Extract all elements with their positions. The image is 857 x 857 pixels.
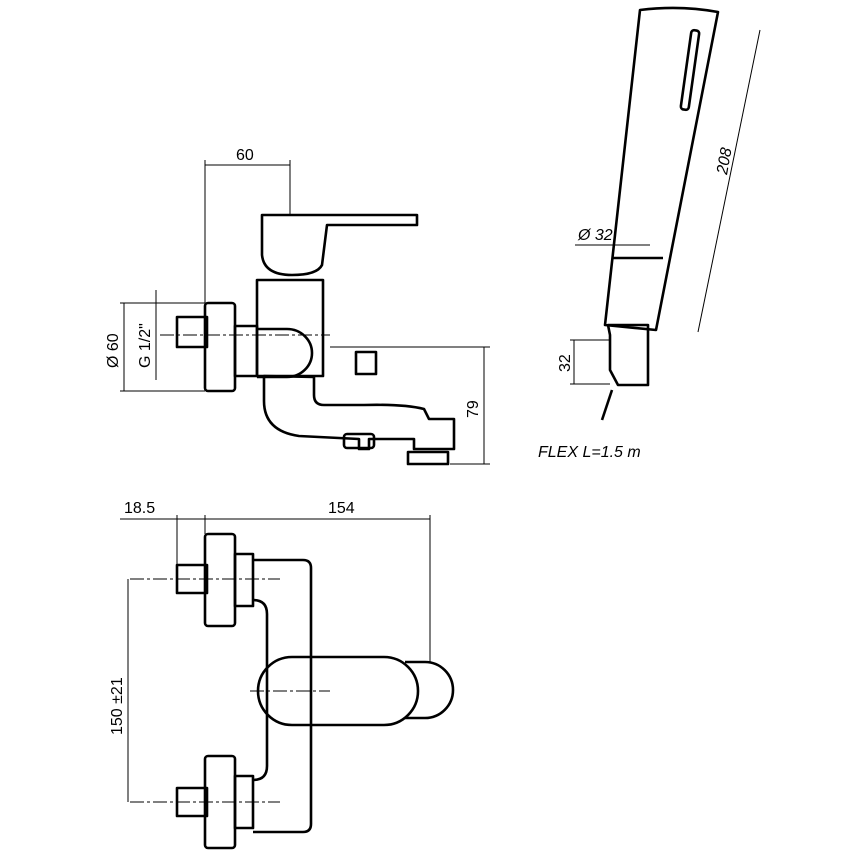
hose (600, 389, 614, 421)
spout (262, 374, 456, 451)
thread-fitting (175, 315, 209, 349)
dim-offset: 18.5 (124, 500, 155, 517)
diverter-knob (354, 350, 378, 376)
dim-width: 60 (236, 147, 254, 164)
wall-flange (203, 301, 237, 393)
dim-shower-length: 208 (714, 146, 736, 176)
spout-cap (342, 432, 376, 450)
upper-nut (233, 552, 255, 608)
side-view: 60 Ø 60 G 1/2" 79 (105, 147, 490, 466)
dim-diameter: Ø 60 (105, 333, 122, 368)
dim-shower-diameter: Ø 32 (577, 227, 613, 244)
spray-face (679, 28, 701, 112)
top-view: 18.5 154 150 ±21 (109, 500, 455, 850)
hose-label: FLEX L=1.5 m (538, 444, 641, 461)
lever-tip (405, 660, 455, 720)
upper-flange (203, 532, 237, 628)
lever-handle (260, 213, 419, 277)
dim-centers: 150 ±21 (109, 677, 126, 735)
dim-height: 79 (465, 400, 482, 418)
body-elbow (257, 327, 314, 379)
shower-holder (606, 323, 650, 387)
dim-thread: G 1/2" (137, 323, 154, 368)
shower-handle (603, 6, 720, 332)
mixer-body-top (252, 558, 313, 834)
hand-shower: Ø 32 208 32 FLEX L=1.5 m (538, 6, 761, 461)
dim-holder: 32 (557, 354, 574, 372)
dim-depth: 154 (328, 500, 355, 517)
nut (233, 324, 259, 378)
aerator (406, 450, 450, 466)
